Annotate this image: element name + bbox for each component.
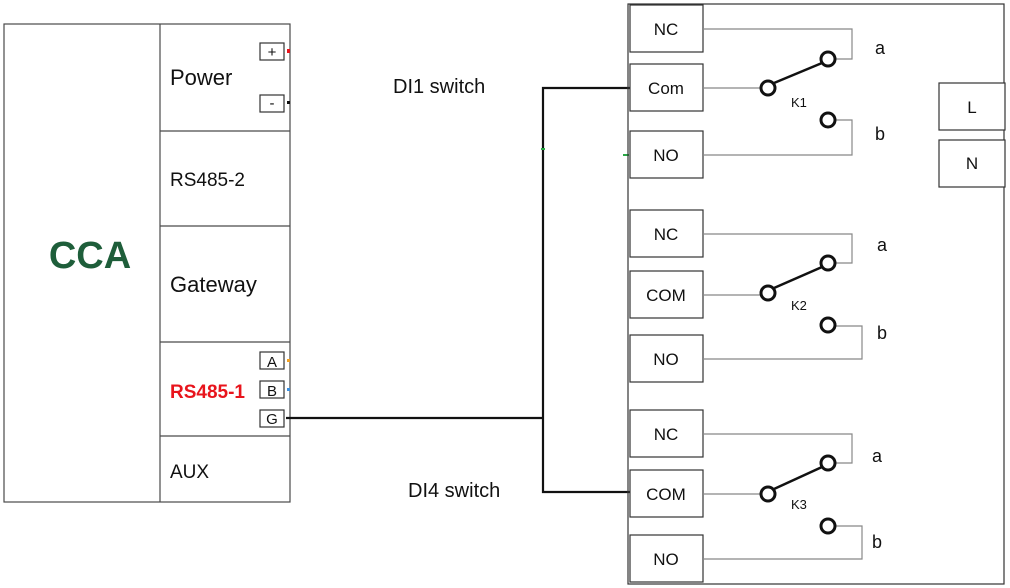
relay-k3: NC COM NO K3 a b: [629, 409, 883, 583]
relay-k1-no-terminal: NO: [629, 130, 704, 179]
relay-k1-com-terminal: Com: [629, 63, 704, 112]
relay-k2-com-contact: [759, 284, 777, 302]
svg-text:G: G: [266, 411, 278, 428]
svg-text:NO: NO: [653, 550, 679, 569]
relay-k2-label-b: b: [877, 323, 887, 343]
relay-k3-name: K3: [791, 497, 807, 512]
relay-k3-label-b: b: [872, 532, 882, 552]
relay-k3-nc-contact: [819, 454, 837, 472]
relay-k2-com-terminal: COM: [629, 270, 704, 319]
relay-k3-com-contact: [759, 485, 777, 503]
power-port-label: Power: [170, 65, 232, 90]
svg-text:NC: NC: [654, 425, 679, 444]
relay-k2-no-wire: [703, 325, 863, 360]
relay-board: L N NC Com NO: [627, 3, 1006, 585]
relay-k3-no-terminal: NO: [629, 534, 704, 583]
terminal-plus: +: [259, 42, 290, 61]
relay-k3-no-wire: [703, 525, 863, 560]
relay-k1-no-wire: [703, 119, 853, 156]
relay-k1-label-b: b: [875, 124, 885, 144]
relay-k1: NC Com NO K1 a b: [629, 4, 886, 179]
svg-text:+: +: [268, 44, 277, 61]
wire-marker-green-no: [623, 154, 629, 156]
relay-k3-label-a: a: [872, 446, 883, 466]
cca-device: CCA Power RS485-2 Gateway RS485-1 AUX + …: [3, 23, 291, 503]
relay-k2-name: K2: [791, 298, 807, 313]
terminal-g: G: [259, 409, 285, 428]
relay-k3-nc-wire: [703, 433, 853, 464]
di1-switch-label: DI1 switch: [393, 76, 485, 98]
relay-k1-label-a: a: [875, 38, 886, 58]
di-wiring: [286, 86, 630, 494]
terminal-n: N: [938, 139, 1006, 188]
svg-text:NC: NC: [654, 20, 679, 39]
svg-text:L: L: [967, 98, 976, 117]
relay-k3-nc-terminal: NC: [629, 409, 704, 458]
relay-k1-name: K1: [791, 95, 807, 110]
svg-text:COM: COM: [646, 286, 686, 305]
rs485-2-port-label: RS485-2: [170, 170, 245, 191]
relay-k1-nc-contact: [819, 50, 837, 68]
relay-k1-switch-arm: [773, 61, 823, 85]
terminal-b: B: [259, 380, 290, 400]
svg-text:A: A: [267, 354, 277, 371]
relay-k3-switch-arm: [773, 465, 823, 491]
relay-k1-no-contact: [819, 111, 837, 129]
relay-k2-no-contact: [819, 316, 837, 334]
svg-text:Com: Com: [648, 79, 684, 98]
relay-k1-com-contact: [759, 79, 777, 97]
relay-k3-com-terminal: COM: [629, 469, 704, 518]
relay-k3-no-contact: [819, 517, 837, 535]
relay-k2-nc-terminal: NC: [629, 209, 704, 258]
aux-port-label: AUX: [170, 462, 209, 483]
svg-text:-: -: [270, 95, 275, 112]
relay-k2-switch-arm: [773, 265, 823, 290]
terminal-a: A: [259, 351, 290, 371]
svg-text:NO: NO: [653, 146, 679, 165]
relay-k2-label-a: a: [877, 235, 888, 255]
relay-k1-nc-wire: [703, 28, 853, 60]
relay-k2: NC COM NO K2 a b: [629, 209, 888, 383]
svg-text:B: B: [267, 383, 277, 400]
di4-switch-label: DI4 switch: [408, 480, 500, 502]
relay-k2-nc-contact: [819, 254, 837, 272]
terminal-minus: -: [259, 94, 290, 113]
cca-title: CCA: [49, 235, 131, 277]
terminal-l: L: [938, 82, 1006, 131]
relay-k2-no-terminal: NO: [629, 334, 704, 383]
relay-k2-nc-wire: [703, 233, 853, 264]
svg-text:N: N: [966, 154, 978, 173]
wire-marker-green: [541, 148, 545, 150]
gateway-port-label: Gateway: [170, 272, 257, 297]
rs485-1-port-label: RS485-1: [170, 382, 245, 403]
svg-text:NC: NC: [654, 225, 679, 244]
svg-text:COM: COM: [646, 485, 686, 504]
relay-k1-nc-terminal: NC: [629, 4, 704, 53]
svg-text:NO: NO: [653, 350, 679, 369]
